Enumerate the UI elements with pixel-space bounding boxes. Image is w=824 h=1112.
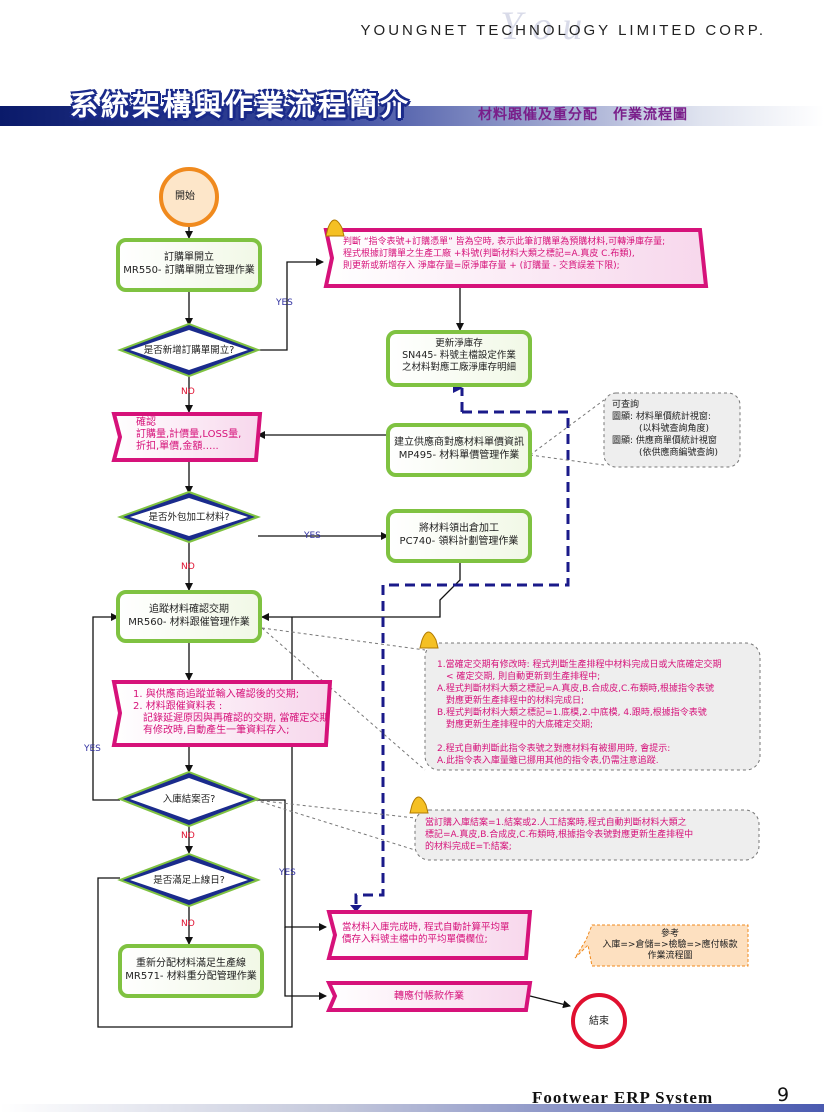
yes-label: YES — [279, 868, 296, 878]
yes-label: YES — [276, 298, 293, 308]
stock-in-text: 當材料入庫完成時, 程式自動計算平均單 價存入料號主檔中的平均單價欄位; — [342, 922, 510, 945]
note-closed-text: 當訂購入庫結案=1.結案或2.人工結案時,程式自動判斷材料大類之 標記=A.真皮… — [425, 818, 694, 852]
page-number: 9 — [777, 1084, 790, 1106]
issue-material-label: 將材料領出倉加工 PC740- 領料計劃管理作業 — [399, 523, 519, 547]
update-stock-box — [386, 330, 532, 387]
po-open-box — [116, 238, 262, 292]
connector-lines — [92, 226, 571, 1028]
note-leaders — [254, 399, 605, 851]
note-po-text: 判斷 “指令表號+訂購憑單” 皆為空時, 表示此筆訂購單為預購材料,可轉淨庫存量… — [343, 237, 666, 271]
update-stock-label: 更新淨庫存 SN445- 料號主檔設定作業 之材料對應工廠淨庫存明細 — [401, 338, 516, 373]
note-po-box — [323, 228, 709, 288]
no-label: NO — [181, 387, 195, 397]
bell-icon — [325, 219, 439, 814]
decision-min-label: 是否滿足上線日? — [153, 875, 225, 886]
reference-text: 參考 入庫=>倉儲=>檢驗=>應付帳款 作業流程圖 — [602, 929, 738, 961]
start-label: 開始 — [175, 191, 195, 202]
no-label: NO — [181, 831, 195, 841]
end-label: 結束 — [589, 1016, 609, 1027]
reference-box — [574, 924, 749, 967]
confirm-box — [111, 412, 263, 462]
footer-system-name: Footwear ERP System — [532, 1088, 714, 1107]
confirm-text: 確認 訂購量,計價量,LOSS量, 折扣,單價,金額….. — [136, 417, 242, 452]
follow-up-box — [111, 680, 333, 747]
note-delivery-text: 1.當確定交期有修改時: 程式判斷生產排程中材料完成日或大底確定交期 < 確定交… — [437, 660, 722, 766]
yes-label: YES — [304, 531, 321, 541]
stock-in-box — [326, 910, 533, 960]
issue-material-box — [386, 509, 532, 563]
dashed-flow — [354, 383, 570, 915]
track-delivery-label: 追蹤材料確認交期 MR560- 材料跟催管理作業 — [128, 604, 250, 628]
ap-label: 轉應付帳款作業 — [394, 991, 464, 1002]
reallocate-label: 重新分配材料滿足生產線 MR571- 材料重分配管理作業 — [125, 958, 257, 982]
supplier-price-label: 建立供應商對應材料單價資訊 MP495- 材料單價管理作業 — [394, 437, 524, 461]
reallocate-box — [118, 944, 264, 998]
header-bar — [0, 106, 824, 126]
note-closed-box — [414, 809, 760, 861]
query-note-box — [603, 392, 741, 468]
end-node — [571, 993, 627, 1049]
decision-closed-label: 入庫結案否? — [162, 794, 216, 805]
ap-box — [325, 981, 533, 1012]
decision-new-po-label: 是否新增訂購單開立? — [143, 345, 235, 356]
footer-bar — [0, 1104, 824, 1112]
no-label: NO — [181, 919, 195, 929]
track-delivery-box — [116, 590, 262, 643]
page-title: 系統架構與作業流程簡介 — [70, 89, 412, 122]
company-name: YOUNGNET TECHNOLOGY LIMITED CORP. — [360, 22, 766, 39]
po-open-label: 訂購單開立 MR550- 訂購單開立管理作業 — [123, 252, 255, 276]
logo-watermark: Y o u — [500, 3, 583, 48]
start-node — [159, 167, 219, 227]
no-label: NO — [181, 562, 195, 572]
query-note-text: 可查詢 圖顯: 材料單價統計視窗: (以料號查詢角度) 圖顯: 供應商單價統計視… — [612, 400, 719, 458]
note-delivery-box — [424, 642, 761, 771]
follow-up-text: 1. 與供應商追蹤並輸入確認後的交期; 2. 材料跟催資料表 : 記錄延遲原因與… — [133, 689, 330, 736]
yes-label: YES — [84, 744, 101, 754]
page-subtitle: 材料跟催及重分配 作業流程圖 — [478, 107, 688, 123]
supplier-price-box — [386, 423, 532, 477]
decision-outsource-label: 是否外包加工材料? — [148, 512, 230, 523]
